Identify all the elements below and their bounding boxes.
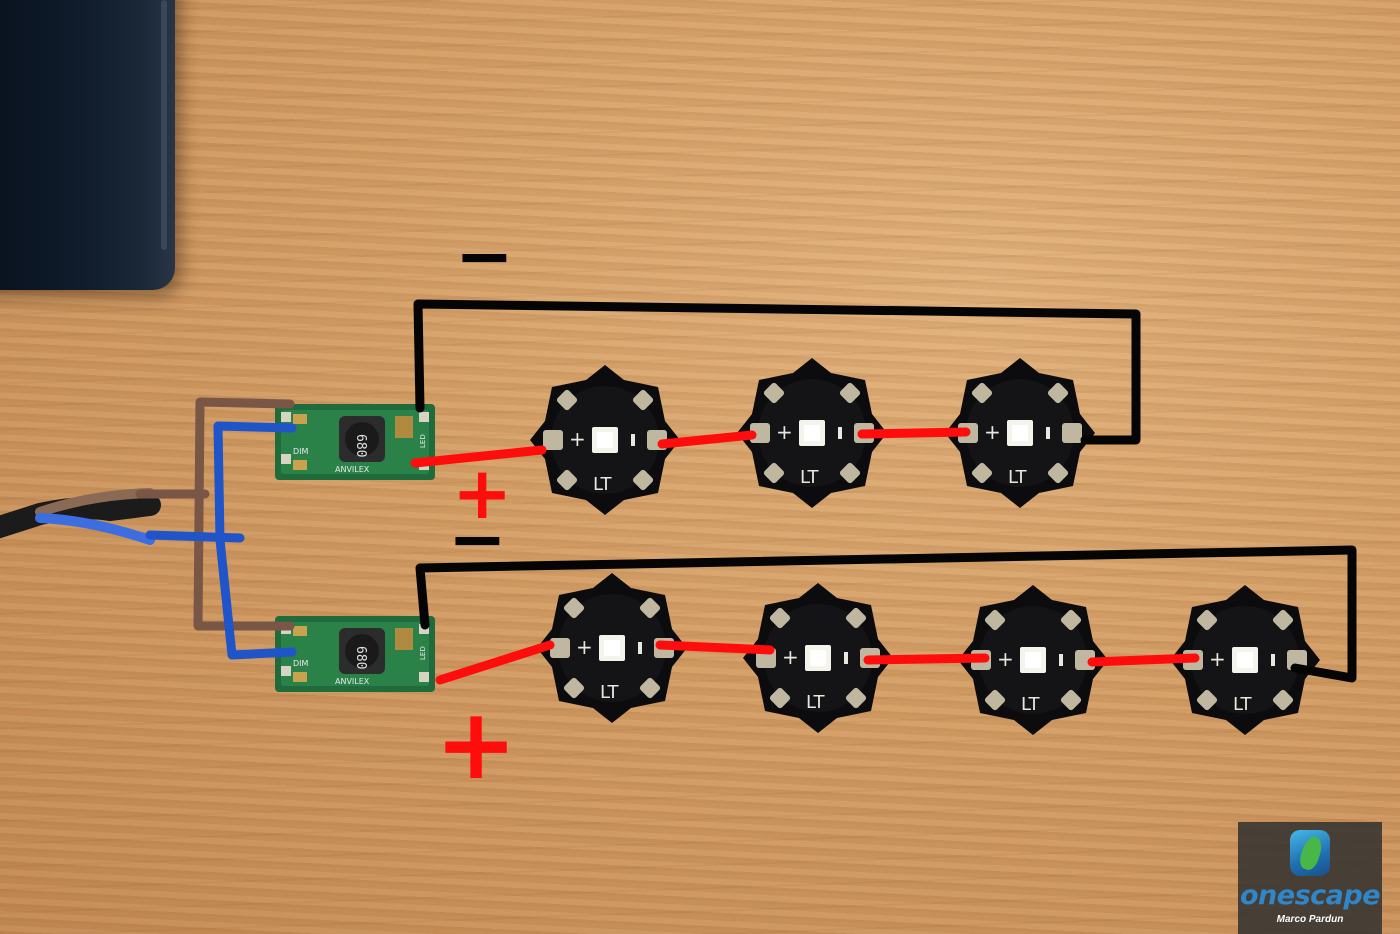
watermark-brand: onescape	[1239, 880, 1381, 911]
driver-model-label-top: ANVILEX	[335, 465, 370, 474]
plus-sign-top: +	[452, 451, 512, 535]
driver-led-label-bottom: LED	[419, 646, 427, 660]
driver-dim-label-bottom: DIM	[293, 659, 309, 668]
minus-sign-bottom: −	[448, 498, 507, 580]
led-star-top-1	[530, 365, 680, 515]
plus-sign-bottom: +	[435, 688, 517, 802]
watermark-logo: onescape Marco Pardun	[1238, 822, 1382, 934]
mains-cable	[0, 488, 161, 545]
driver-model-label-bottom: ANVILEX	[335, 677, 370, 686]
blue-wire-drawing	[145, 421, 297, 660]
negative-wire-top	[413, 299, 1141, 445]
inductor-code-top: 680	[353, 434, 368, 457]
driver-led-label-top: LED	[419, 434, 427, 448]
driver-dim-label-top: DIM	[293, 447, 309, 456]
minus-sign-top: −	[455, 215, 514, 297]
positive-wire-bottom	[435, 640, 1200, 685]
driver-board-bottom: 680 ANVILEX DIM LED	[275, 616, 435, 692]
power-supply-box	[0, 0, 175, 290]
brown-wire-drawing	[135, 397, 295, 631]
onescape-logo-icon	[1290, 830, 1330, 876]
driver-board-top: 680 ANVILEX DIM LED	[275, 404, 435, 480]
positive-wire-top	[410, 427, 971, 468]
inductor-code-bottom: 680	[353, 646, 368, 669]
watermark-author: Marco Pardun	[1276, 914, 1344, 925]
negative-wire-bottom	[415, 545, 1357, 683]
